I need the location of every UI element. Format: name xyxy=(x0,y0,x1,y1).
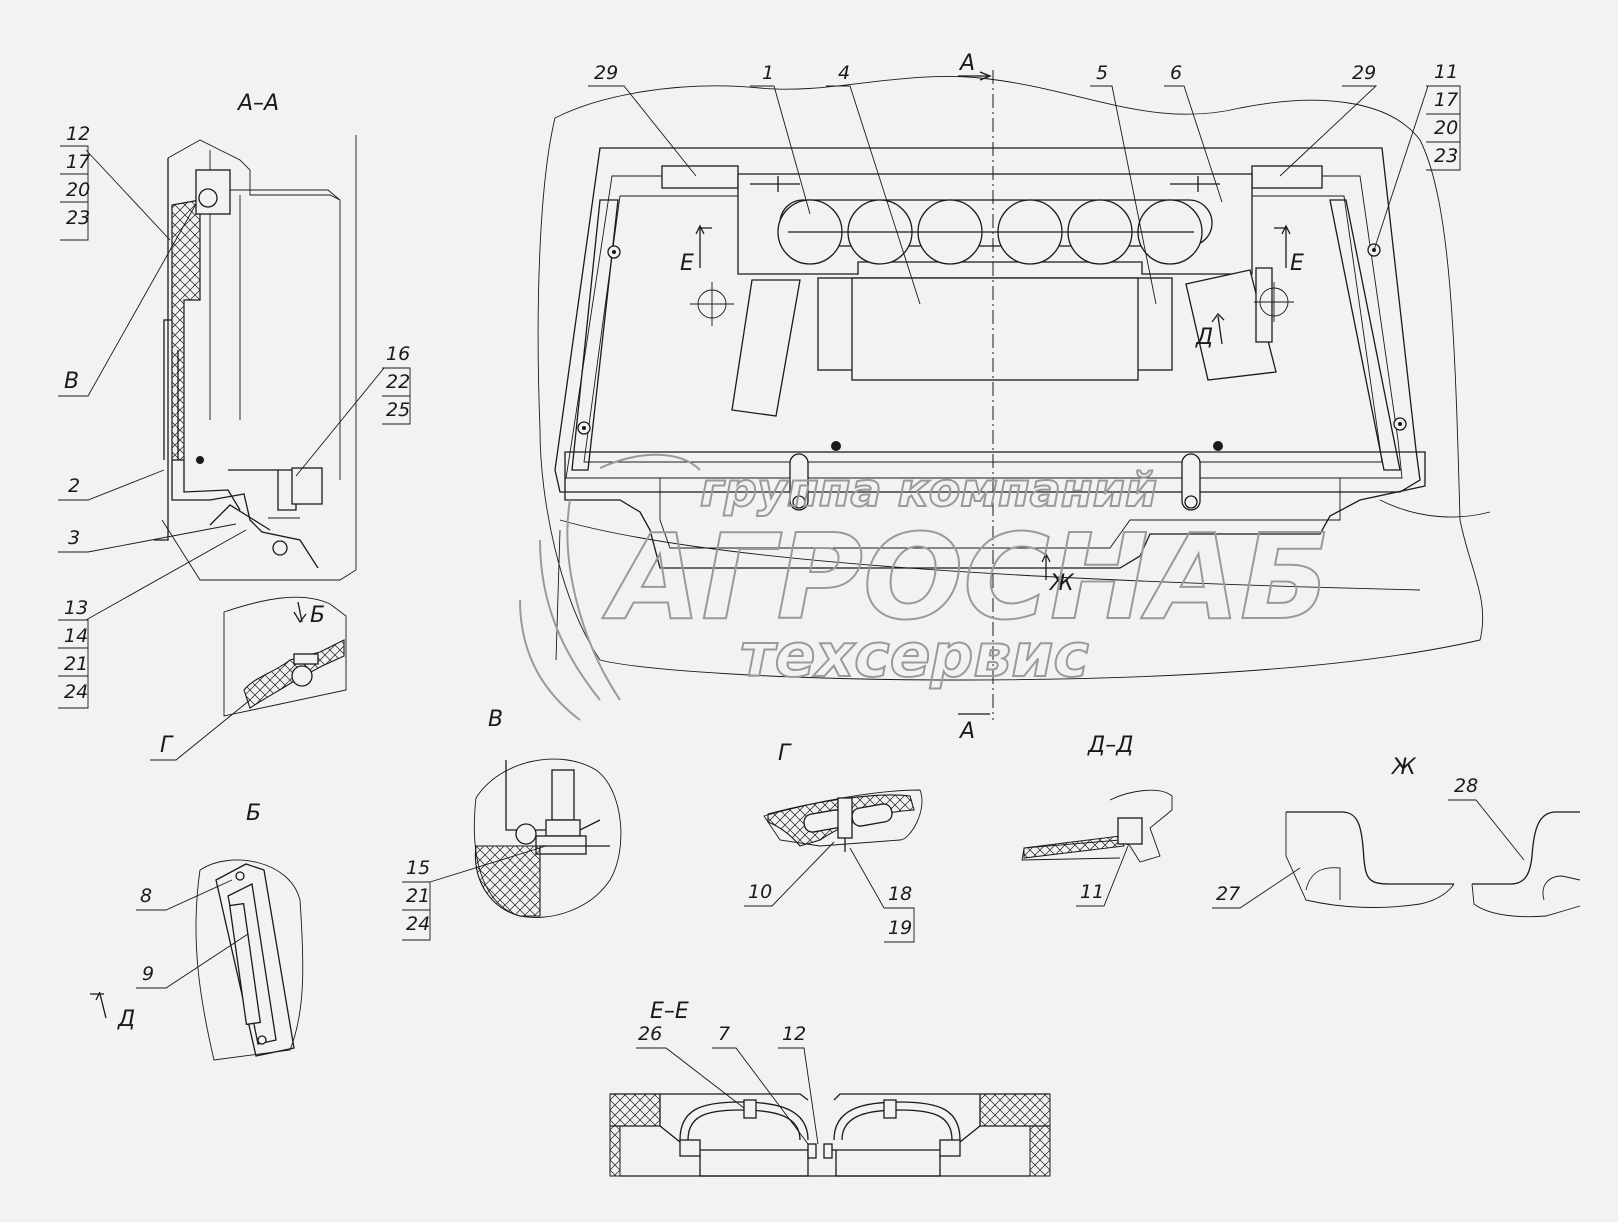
sun-visor-right xyxy=(1185,269,1277,381)
callout-29-left: 29 xyxy=(594,62,618,84)
view-dd: Д–Д 11 xyxy=(1021,733,1173,907)
callout-23-main: 23 xyxy=(1434,145,1458,167)
callout-12-ee: 12 xyxy=(782,1023,806,1045)
callout-8-b: 8 xyxy=(140,885,152,907)
hatched-ee-left xyxy=(609,1093,661,1177)
callout-3-aa: 3 xyxy=(68,527,80,549)
callout-16-aa: 16 xyxy=(386,343,410,365)
view-g: Г 10 18 19 xyxy=(744,741,923,943)
callout-28-zh: 28 xyxy=(1454,775,1478,797)
callout-26-ee: 26 xyxy=(638,1023,662,1045)
callout-22-aa: 22 xyxy=(386,371,410,393)
hatched-detail-v xyxy=(474,845,541,917)
section-mark-d-main: Д xyxy=(1195,325,1213,350)
callout-21-aa: 21 xyxy=(64,653,88,675)
callout-9-b: 9 xyxy=(142,963,154,985)
view-title-zh: Ж xyxy=(1390,755,1417,780)
callout-20-aa: 20 xyxy=(66,179,90,201)
view-b: Б 8 9 Д xyxy=(90,801,304,1061)
callout-15-v: 15 xyxy=(406,857,430,879)
view-title-b: Б xyxy=(246,801,261,826)
view-title-aa: А–А xyxy=(236,91,279,116)
main-callouts: 29 1 4 5 6 29 11 17 20 23 А А Е Е Д Ж xyxy=(588,51,1461,744)
section-mark-d-b: Д xyxy=(117,1007,135,1032)
lamps xyxy=(777,199,1203,265)
detail-g-small: Б Г xyxy=(150,596,347,761)
hatched-ee-right xyxy=(979,1093,1051,1177)
callout-19-g: 19 xyxy=(888,917,912,939)
sun-visor-left xyxy=(731,279,801,417)
callout-24-v: 24 xyxy=(406,913,430,935)
callout-4: 4 xyxy=(838,62,850,84)
callout-1: 1 xyxy=(762,62,774,84)
part-29-left xyxy=(661,165,739,189)
callout-12-aa: 12 xyxy=(66,123,90,145)
view-title-v: В xyxy=(488,707,503,732)
watermark-line2: АГРОСНАБ xyxy=(602,508,1330,646)
section-mark-e-left: Е xyxy=(680,251,694,276)
callout-5: 5 xyxy=(1096,62,1108,84)
watermark-line3: техсервис xyxy=(740,621,1089,691)
callout-11-main: 11 xyxy=(1434,61,1458,83)
section-mark-b-aa: Б xyxy=(310,603,325,628)
hatched-detail-dd xyxy=(1023,835,1125,859)
callout-6: 6 xyxy=(1170,62,1182,84)
callout-2-aa: 2 xyxy=(68,475,80,497)
section-mark-a-bottom: А xyxy=(958,719,975,744)
callout-g-aa: Г xyxy=(160,733,174,758)
callout-18-g: 18 xyxy=(888,883,912,905)
view-title-dd: Д–Д xyxy=(1087,733,1133,758)
callout-10-g: 10 xyxy=(748,881,772,903)
callout-21-v: 21 xyxy=(406,885,430,907)
view-title-g: Г xyxy=(778,741,792,766)
main-view xyxy=(537,70,1491,720)
callout-11-dd: 11 xyxy=(1080,881,1104,903)
callout-v-aa: В xyxy=(64,369,79,394)
callout-25-aa: 25 xyxy=(386,399,410,421)
section-mark-a-top: А xyxy=(958,51,975,76)
callout-13-aa: 13 xyxy=(64,597,88,619)
view-zh: Ж 27 28 xyxy=(1212,755,1581,918)
windshield-frame xyxy=(554,147,1421,493)
callout-29-right: 29 xyxy=(1352,62,1376,84)
section-mark-zh-main: Ж xyxy=(1048,571,1075,596)
watermark: группа компаний АГРОСНАБ техсервис xyxy=(519,453,1331,721)
callout-27-zh: 27 xyxy=(1216,883,1240,905)
callout-17-aa: 17 xyxy=(66,151,90,173)
watermark-line1: группа компаний xyxy=(700,463,1157,517)
callout-24-aa: 24 xyxy=(64,681,88,703)
callout-14-aa: 14 xyxy=(64,625,88,647)
callout-23-aa: 23 xyxy=(66,207,90,229)
lower-shelf xyxy=(564,451,1426,569)
section-mark-e-right: Е xyxy=(1290,251,1304,276)
view-v: В 15 21 24 xyxy=(402,707,622,941)
view-ee: Е–Е 26 7 12 xyxy=(609,999,1051,1177)
callout-20-main: 20 xyxy=(1434,117,1458,139)
callout-7-ee: 7 xyxy=(718,1023,730,1045)
cabin-outline xyxy=(537,75,1484,681)
view-title-ee: Е–Е xyxy=(650,999,689,1024)
view-aa: А–А 12 17 20 23 В 2 3 1 xyxy=(58,91,411,709)
callout-17-main: 17 xyxy=(1434,89,1458,111)
